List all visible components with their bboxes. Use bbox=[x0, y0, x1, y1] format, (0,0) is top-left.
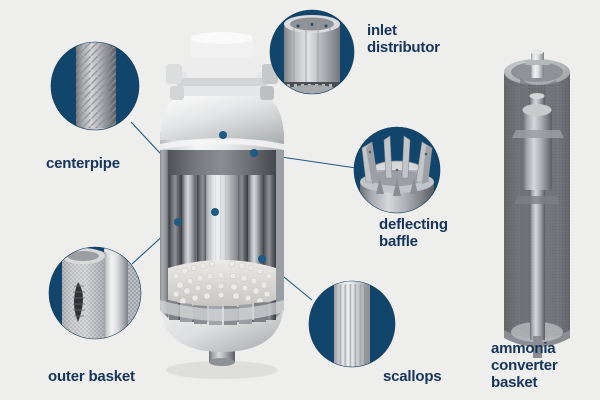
basket-nozzle-cap bbox=[530, 49, 544, 55]
dot-deflecting-baffle bbox=[250, 149, 258, 157]
leader-dots bbox=[174, 131, 266, 263]
callout-art-scallops bbox=[334, 281, 370, 367]
label-deflecting-baffle: deflecting baffle bbox=[379, 216, 448, 250]
label-ammonia-converter-basket: ammonia converter basket bbox=[491, 340, 558, 391]
vessel-top-head bbox=[160, 92, 284, 140]
ammonia-converter-basket-figure bbox=[504, 49, 570, 358]
shell-cut-rim bbox=[160, 138, 284, 150]
callout-ring-deflecting-baffle bbox=[353, 126, 441, 214]
basket-distributor bbox=[523, 110, 552, 190]
label-inlet-distributor: inlet distributor bbox=[367, 22, 440, 56]
basket-nozzle-flange bbox=[525, 60, 550, 65]
main-vessel-figure bbox=[160, 32, 284, 379]
shell-cut-edge-left bbox=[160, 150, 168, 318]
dot-inlet-distributor bbox=[219, 131, 227, 139]
dot-outer-basket bbox=[174, 218, 182, 226]
callout-centerpipe bbox=[50, 41, 140, 131]
shell-lower-rim bbox=[160, 300, 284, 321]
callout-inlet-distributor bbox=[269, 9, 355, 95]
basket-bottom-rim bbox=[504, 330, 570, 347]
dot-centerpipe bbox=[211, 208, 219, 216]
basket-lower-shelf bbox=[514, 196, 560, 204]
callout-outer-basket bbox=[48, 246, 142, 340]
callout-ring-outer-basket bbox=[48, 246, 142, 340]
label-centerpipe: centerpipe bbox=[46, 155, 120, 172]
callout-ring-inlet-distributor bbox=[269, 9, 355, 95]
callout-art-inlet-distributor bbox=[280, 15, 344, 94]
label-scallops: scallops bbox=[383, 368, 442, 385]
dot-scallops bbox=[258, 255, 266, 263]
catalyst-bed bbox=[168, 260, 276, 308]
basket-centerpipe-cap bbox=[529, 93, 545, 99]
label-outer-basket: outer basket bbox=[48, 368, 135, 385]
vessel-shadow bbox=[166, 361, 278, 379]
shell-cut-edge-right bbox=[276, 150, 284, 318]
callout-art-centerpipe bbox=[74, 42, 118, 130]
basket-baffle-shelf bbox=[512, 130, 564, 138]
basket-outlet-stub bbox=[533, 336, 542, 358]
callout-ring-scallops bbox=[308, 280, 396, 368]
vessel-top-nozzle bbox=[166, 32, 278, 100]
callout-scallops bbox=[308, 280, 396, 368]
basket-distributor-cap bbox=[522, 104, 552, 116]
callout-ring-centerpipe bbox=[50, 41, 140, 131]
